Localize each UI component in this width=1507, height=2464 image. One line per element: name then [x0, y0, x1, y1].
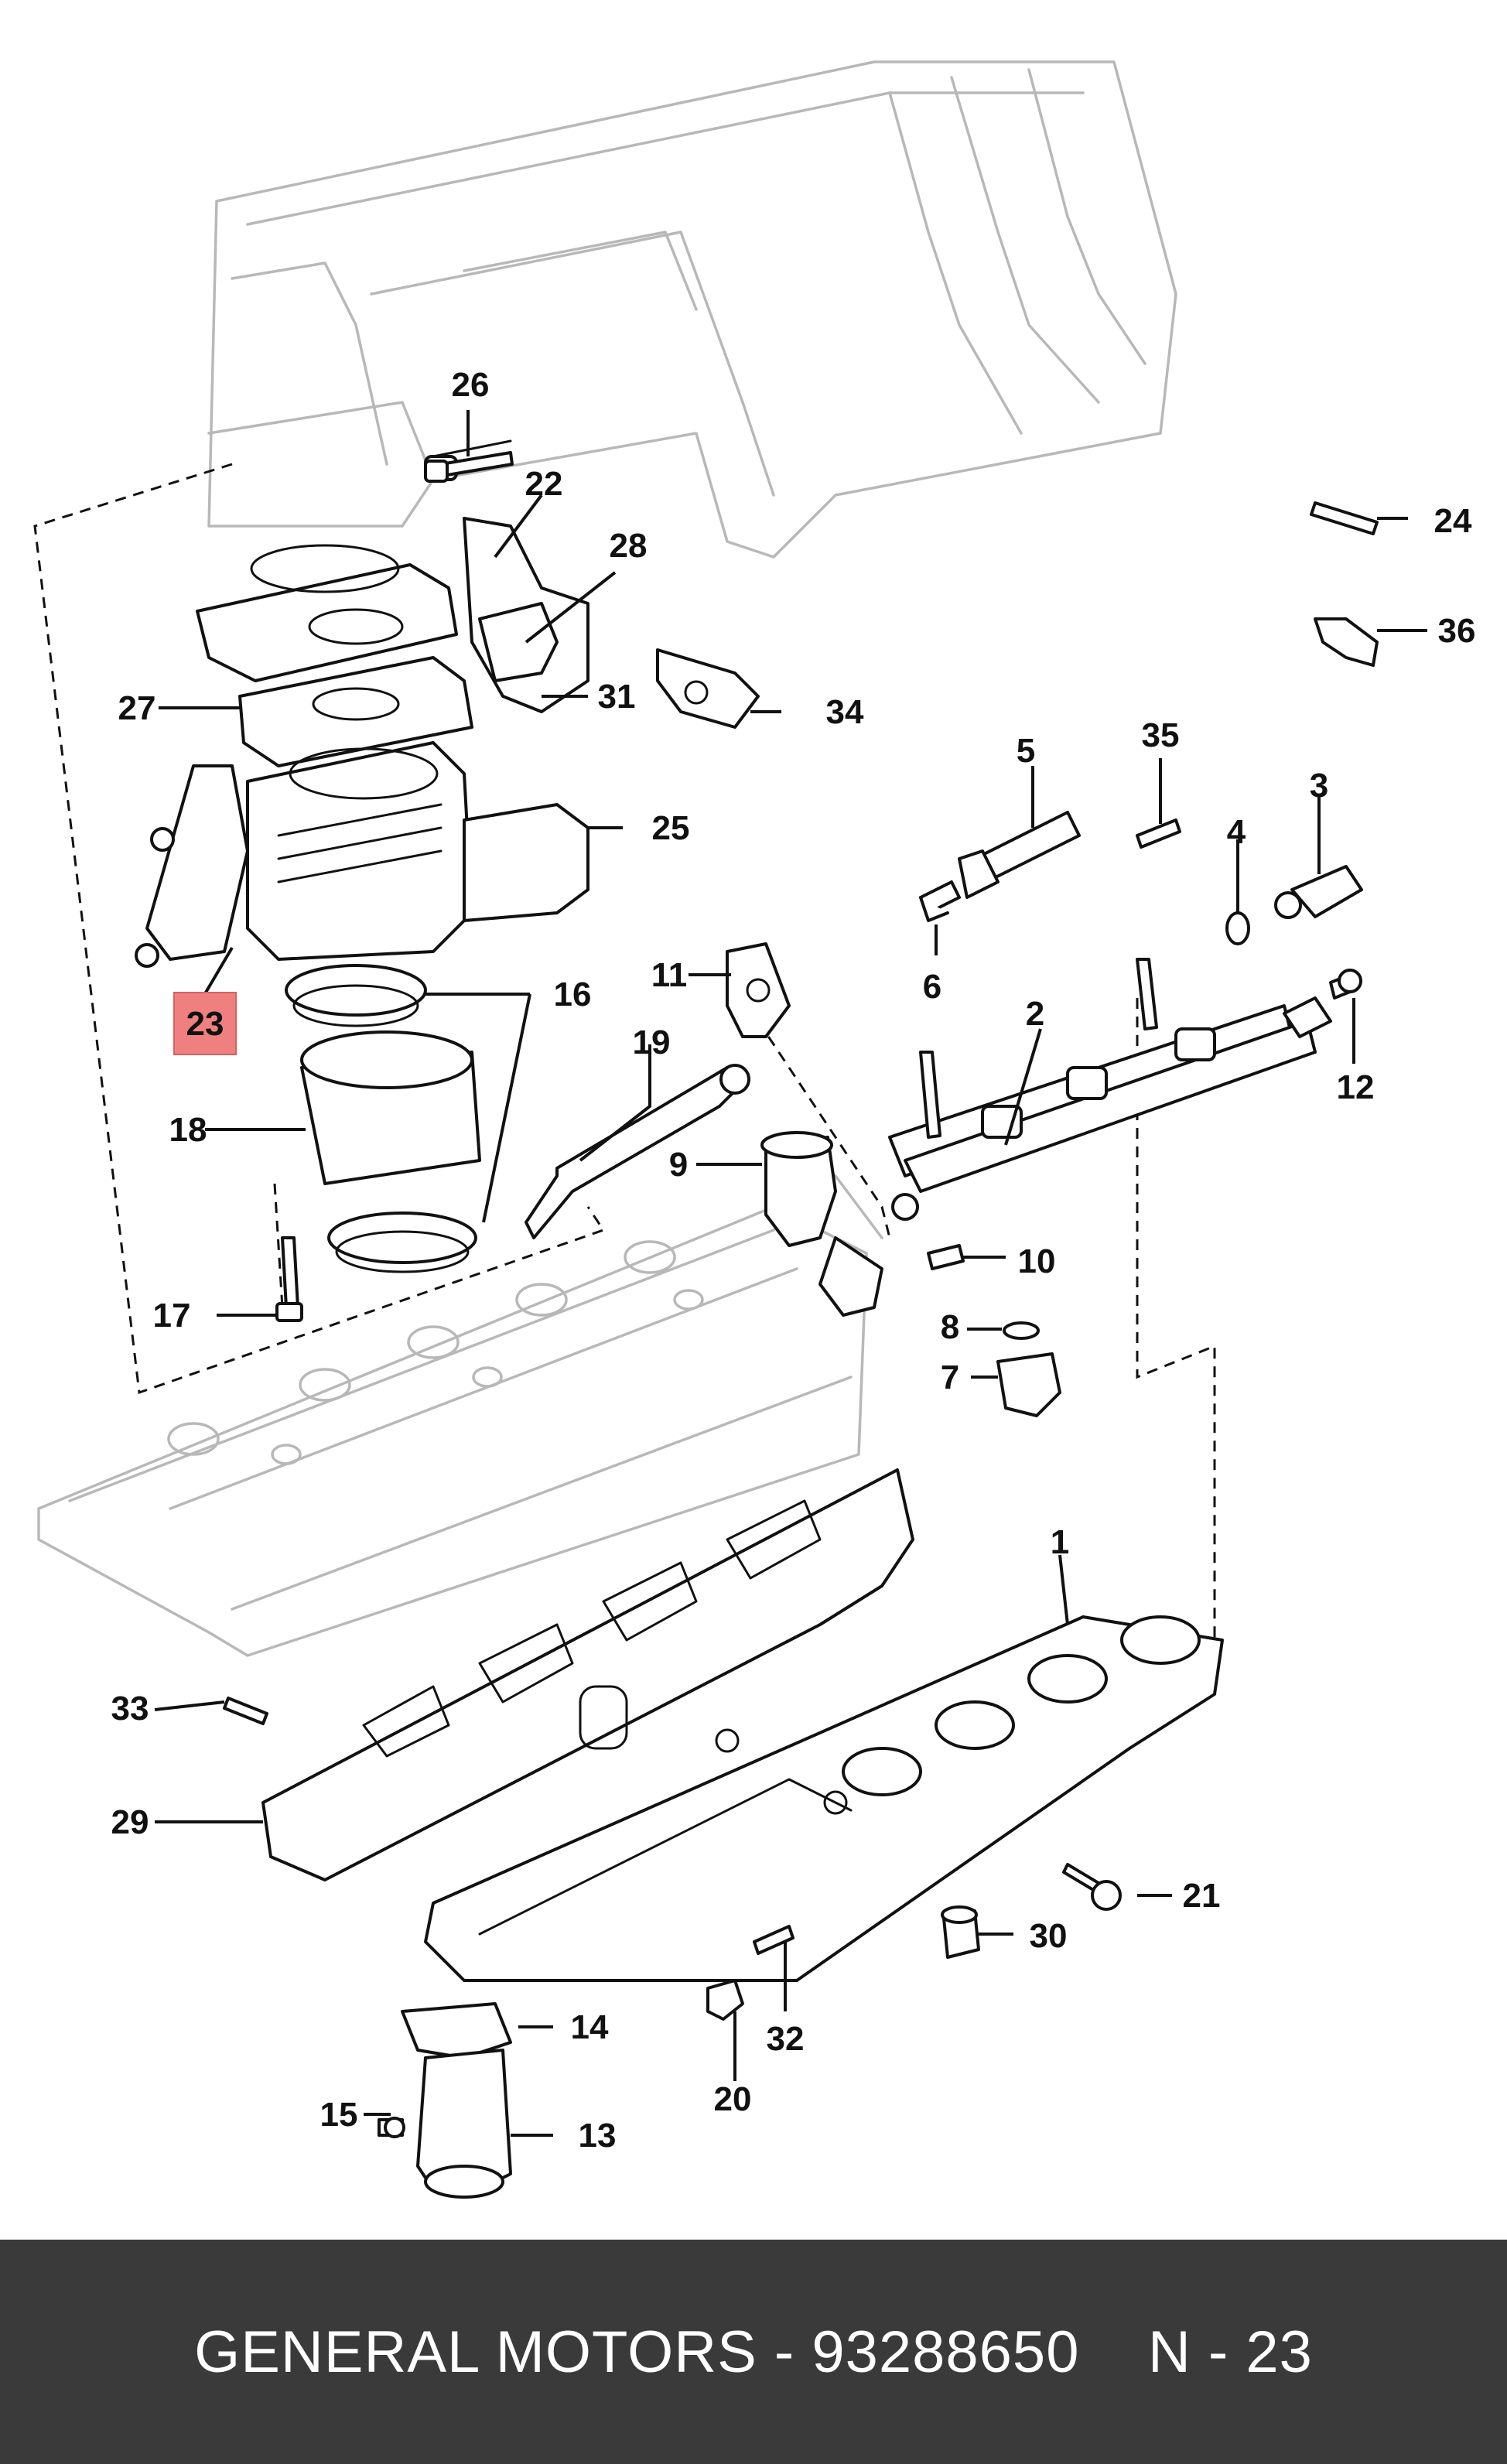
highlight-box-23: [173, 992, 237, 1055]
callout-33: 33: [111, 1690, 149, 1728]
callout-31: 31: [598, 678, 636, 716]
callout-6: 6: [923, 968, 941, 1006]
assembly-dashed-lines: [33, 463, 1216, 1640]
callout-35: 35: [1142, 716, 1180, 754]
callout-21: 21: [1183, 1877, 1221, 1915]
leader-lines: [154, 410, 1427, 2137]
intake-manifold-gasket: [261, 1468, 914, 1881]
manifold-hardware: [223, 1697, 1122, 2199]
callout-16: 16: [554, 976, 592, 1013]
callout-30: 30: [1030, 1917, 1068, 1955]
callout-26: 26: [452, 366, 490, 404]
callout-15: 15: [320, 2096, 358, 2134]
callout-7: 7: [941, 1358, 959, 1396]
callout-27: 27: [118, 689, 156, 727]
callout-8: 8: [941, 1308, 959, 1346]
ghost-cylinder-head: [37, 1174, 883, 1657]
callout-17: 17: [153, 1297, 191, 1335]
callout-12: 12: [1337, 1068, 1375, 1106]
footer-gap: [1079, 2319, 1147, 2385]
sensor-and-hoses: [656, 501, 1379, 729]
callout-34: 34: [826, 693, 864, 731]
ghost-intake-plenum: [207, 60, 1177, 559]
throttle-body-assembly: [135, 439, 589, 968]
small-components: [919, 811, 1363, 1417]
hose-and-clamps: [285, 964, 481, 1273]
footer-caption: GENERAL MOTORS - 93288650 N - 23: [194, 2319, 1313, 2386]
footer-bar: GENERAL MOTORS - 93288650 N - 23: [0, 2240, 1507, 2464]
callout-11: 11: [651, 956, 688, 994]
callout-28: 28: [610, 527, 648, 565]
callout-5: 5: [1017, 732, 1035, 770]
callout-labels: 1 2 3 4 5 6 7 8 9 10 11 12 13 14 15 16 1…: [111, 366, 1476, 2155]
callout-29: 29: [111, 1803, 149, 1841]
vacuum-hose: [525, 1064, 750, 1239]
callout-36: 36: [1438, 612, 1476, 650]
callout-23: 23: [186, 1005, 224, 1043]
callout-2: 2: [1026, 995, 1044, 1033]
footer-separator: -: [757, 2319, 812, 2385]
fuel-rail: [888, 958, 1332, 1221]
footer-brand: GENERAL MOTORS: [194, 2319, 757, 2385]
callout-1: 1: [1051, 1523, 1069, 1561]
bolts: [275, 451, 514, 1322]
fuel-pressure-regulator: [726, 942, 883, 1317]
callout-22: 22: [525, 465, 563, 503]
callout-14: 14: [571, 2008, 609, 2046]
footer-reference: N - 23: [1147, 2319, 1313, 2385]
intake-manifold: [424, 1615, 1224, 1982]
callout-20: 20: [714, 2080, 752, 2118]
footer-part-number: 93288650: [812, 2319, 1080, 2385]
callout-10: 10: [1018, 1242, 1056, 1280]
callout-24: 24: [1434, 502, 1472, 540]
callout-25: 25: [652, 809, 690, 847]
callout-18: 18: [169, 1111, 207, 1149]
callout-4: 4: [1227, 813, 1246, 851]
callout-9: 9: [669, 1146, 688, 1184]
callout-3: 3: [1310, 767, 1328, 805]
callout-13: 13: [579, 2117, 617, 2155]
exploded-parts-diagram: 1 2 3 4 5 6 7 8 9 10 11 12 13 14 15 16 1…: [33, 60, 1476, 2199]
callout-19: 19: [633, 1024, 671, 1061]
callout-32: 32: [767, 2020, 805, 2058]
